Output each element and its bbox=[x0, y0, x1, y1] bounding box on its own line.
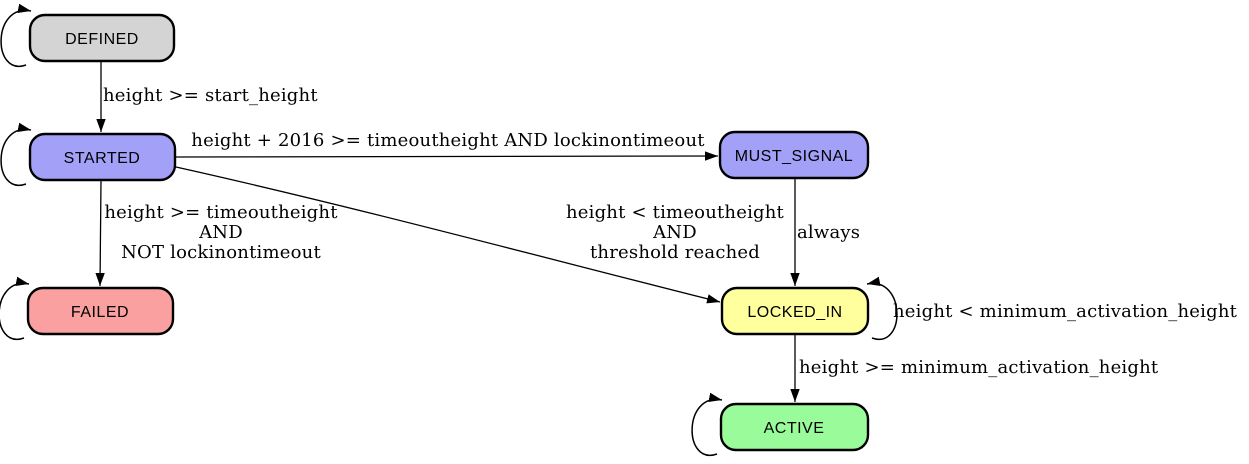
state-failed-label: FAILED bbox=[71, 304, 129, 321]
state-active: ACTIVE bbox=[719, 402, 870, 452]
edge-labels: height >= start_height height + 2016 >= … bbox=[103, 85, 1238, 378]
state-locked-in-box bbox=[720, 286, 870, 336]
edge-label-started-to-locked-in: height < timeoutheight AND threshold rea… bbox=[566, 202, 785, 263]
state-defined-box bbox=[28, 13, 176, 63]
state-active-label: ACTIVE bbox=[764, 420, 825, 437]
edge-label-line: AND bbox=[198, 222, 243, 243]
state-failed: FAILED bbox=[26, 286, 175, 336]
state-started: STARTED bbox=[28, 132, 177, 182]
state-must-signal: MUST_SIGNAL bbox=[718, 130, 870, 180]
self-loop-failed bbox=[0, 276, 30, 341]
state-started-box bbox=[28, 132, 177, 182]
self-loop-started bbox=[0, 122, 32, 187]
edge-label-line: AND bbox=[652, 222, 697, 243]
state-defined-label: DEFINED bbox=[65, 31, 139, 48]
edge-label-line: threshold reached bbox=[590, 242, 760, 263]
state-failed-box bbox=[26, 286, 175, 336]
state-started-label: STARTED bbox=[64, 150, 141, 167]
edge-label-locked-in-to-active: height >= minimum_activation_height bbox=[799, 357, 1159, 378]
self-loop-active bbox=[691, 392, 723, 457]
edge-label-defined-to-started: height >= start_height bbox=[103, 85, 318, 106]
self-loop-locked-in bbox=[866, 276, 898, 341]
edge-label-line: height < timeoutheight bbox=[566, 202, 785, 223]
edge-label-started-to-must-signal: height + 2016 >= timeoutheight AND locki… bbox=[191, 130, 705, 151]
edge-started-to-failed bbox=[95, 179, 105, 287]
edge-label-locked-in-self: height < minimum_activation_height bbox=[893, 301, 1238, 322]
edge-label-started-to-failed: height >= timeoutheight AND NOT lockinon… bbox=[104, 202, 338, 263]
edges bbox=[0, 3, 898, 457]
state-locked-in: LOCKED_IN bbox=[720, 286, 870, 336]
state-active-box bbox=[719, 402, 870, 452]
edge-started-to-locked-in bbox=[175, 166, 721, 304]
edge-started-to-must-signal bbox=[174, 151, 719, 161]
state-defined: DEFINED bbox=[28, 13, 176, 63]
edge-label-line: height >= timeoutheight bbox=[104, 202, 338, 223]
self-loop-defined bbox=[0, 3, 32, 68]
nodes: DEFINED STARTED MUST_SIGNAL FAILED LOCKE… bbox=[26, 13, 870, 452]
state-must-signal-label: MUST_SIGNAL bbox=[735, 148, 853, 165]
state-must-signal-box bbox=[718, 130, 870, 180]
edge-label-must-signal-to-locked-in: always bbox=[797, 222, 860, 243]
edge-label-line: NOT lockinontimeout bbox=[121, 242, 321, 263]
state-locked-in-label: LOCKED_IN bbox=[747, 304, 842, 321]
